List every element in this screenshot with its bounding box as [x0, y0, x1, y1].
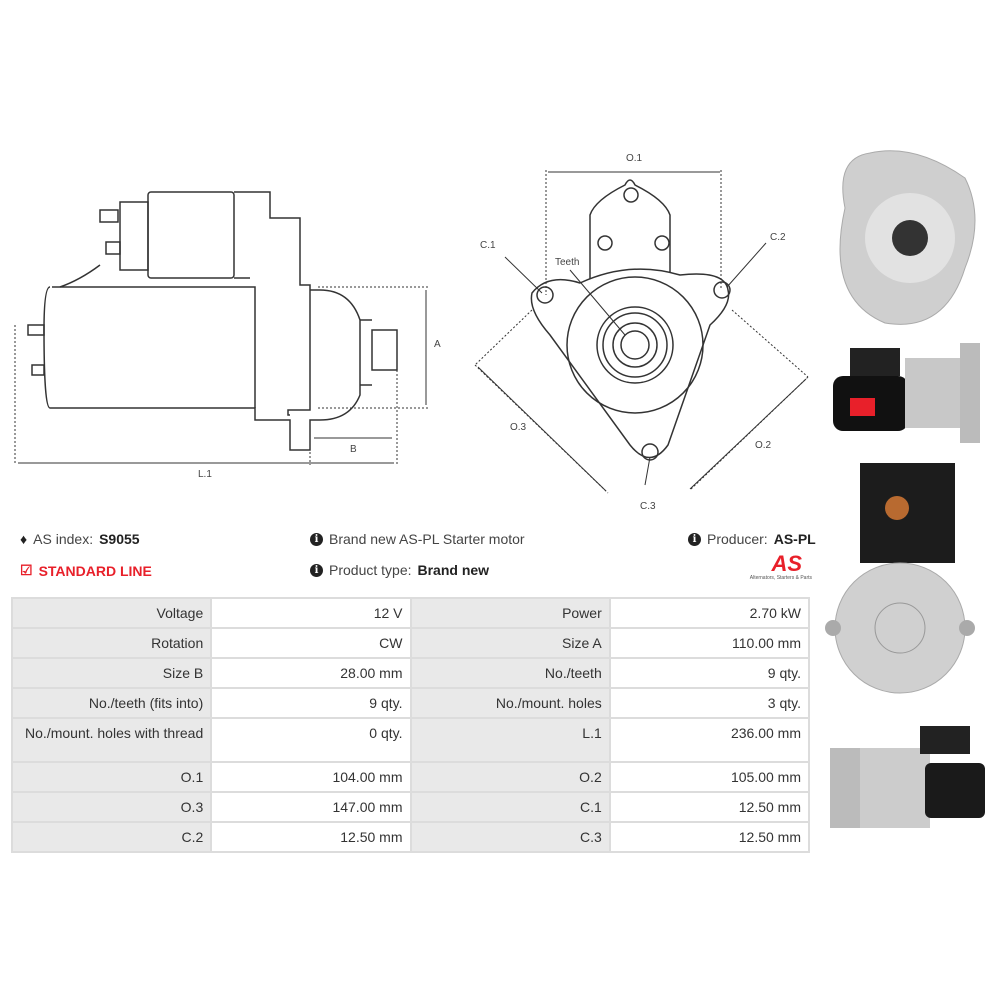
spec-value: 9 qty.: [210, 687, 412, 719]
spec-value: 3 qty.: [608, 687, 811, 719]
product-type-value: Brand new: [417, 562, 490, 578]
dim-c3-label: C.3: [640, 501, 656, 512]
logo-mark: AS: [771, 551, 802, 576]
spec-label: Size B: [10, 657, 213, 689]
as-index-value: S9055: [99, 531, 140, 547]
producer: i Producer: AS-PL: [688, 531, 816, 547]
producer-label: Producer:: [707, 531, 768, 547]
spec-label: C.2: [10, 821, 213, 853]
spec-value: 105.00 mm: [608, 761, 811, 793]
photo-side-view[interactable]: [833, 343, 980, 443]
spec-value: 236.00 mm: [608, 717, 811, 763]
product-photos: [825, 150, 985, 828]
spec-label: C.1: [409, 791, 611, 823]
spec-value: 110.00 mm: [608, 627, 811, 659]
spec-value: 147.00 mm: [210, 791, 412, 823]
info-icon: i: [310, 532, 323, 546]
spec-label: O.3: [10, 791, 213, 823]
spec-value: 104.00 mm: [210, 761, 412, 793]
spec-label: No./teeth: [409, 657, 611, 689]
spec-value: CW: [210, 627, 412, 659]
front-view-diagram: O.1 C.1 C.2 Teeth O.3 O.2 C.3: [474, 153, 809, 512]
dim-c2-label: C.2: [770, 232, 786, 243]
dim-b-label: B: [350, 444, 357, 455]
teeth-label: Teeth: [555, 257, 579, 268]
spec-label: No./mount. holes with thread: [10, 717, 213, 763]
spec-label: Size A: [409, 627, 611, 659]
side-view-diagram: A B L.1: [14, 191, 441, 480]
as-index: ♦ AS index: S9055: [20, 531, 140, 547]
spec-row: No./teeth (fits into)9 qty.No./mount. ho…: [10, 687, 811, 719]
description-text: Brand new AS-PL Starter motor: [329, 531, 525, 547]
dim-a-label: A: [434, 339, 441, 350]
as-pl-logo: AS Alternators, Starters & Parts: [730, 551, 812, 582]
spec-value: 12.50 mm: [608, 791, 811, 823]
spec-value: 12 V: [210, 597, 412, 629]
photo-rear-view[interactable]: [825, 463, 975, 694]
dim-l1-label: L.1: [198, 469, 212, 480]
spec-label: No./mount. holes: [409, 687, 611, 719]
product-type: i Product type: Brand new: [310, 562, 489, 578]
spec-label: O.2: [409, 761, 611, 793]
spec-label: O.1: [10, 761, 213, 793]
spec-label: Voltage: [10, 597, 213, 629]
as-index-label: AS index:: [33, 531, 94, 547]
dim-c1-label: C.1: [480, 240, 496, 251]
line-label: STANDARD LINE: [38, 562, 152, 579]
spec-label: Rotation: [10, 627, 213, 659]
info-icon: i: [310, 563, 323, 577]
tag-icon: ♦: [20, 531, 28, 547]
spec-value: 0 qty.: [210, 717, 412, 763]
checkbox-icon: ☑: [20, 562, 33, 578]
spec-value: 28.00 mm: [210, 657, 412, 689]
spec-label: C.3: [409, 821, 611, 853]
description: i Brand new AS-PL Starter motor: [310, 531, 525, 547]
spec-label: Power: [409, 597, 611, 629]
photo-front-flange[interactable]: [839, 150, 976, 325]
photo-side-view-reverse[interactable]: [830, 726, 985, 828]
logo-tagline: Alternators, Starters & Parts: [749, 575, 812, 581]
spec-value: 12.50 mm: [210, 821, 412, 853]
dim-o3-label: O.3: [510, 422, 527, 433]
dim-o2-label: O.2: [755, 440, 772, 451]
producer-value: AS-PL: [773, 531, 816, 547]
info-icon: i: [688, 532, 701, 546]
spec-label: L.1: [409, 717, 611, 763]
dim-o1-label: O.1: [626, 153, 643, 164]
spec-value: 12.50 mm: [608, 821, 811, 853]
spec-value: 9 qty.: [608, 657, 811, 689]
spec-value: 2.70 kW: [608, 597, 811, 629]
product-type-label: Product type:: [329, 562, 412, 578]
spec-label: No./teeth (fits into): [10, 687, 213, 719]
standard-line-badge: ☑ STANDARD LINE: [20, 562, 152, 579]
